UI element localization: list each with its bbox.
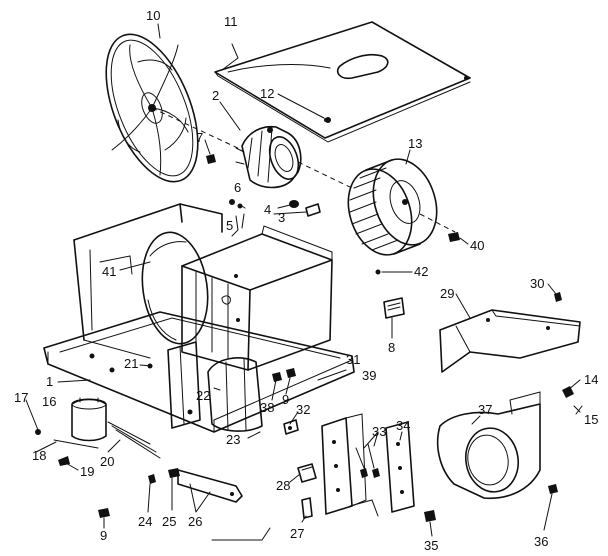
base-pan (43, 311, 355, 433)
label-part-4: 4 (264, 202, 271, 217)
condenser-shroud (73, 203, 223, 359)
label-part-12: 12 (260, 86, 274, 101)
label-part-3: 3 (278, 210, 285, 225)
label-part-29: 29 (440, 286, 454, 301)
fan-motor (235, 125, 302, 189)
top-cover-plate (214, 21, 471, 143)
label-part-13: 13 (408, 136, 422, 151)
label-part-14: 14 (584, 372, 598, 387)
label-part-38: 38 (260, 400, 274, 415)
label-part-17: 17 (14, 390, 28, 405)
baffle-tube (207, 357, 263, 432)
label-part-28: 28 (276, 478, 290, 493)
control-bracket (321, 413, 367, 515)
blower-wheel (347, 158, 438, 256)
label-part-42: 42 (414, 264, 428, 279)
bracket-rail (177, 469, 243, 503)
evaporator-cover (439, 309, 581, 373)
label-part-7: 7 (196, 130, 203, 145)
blower-housing (436, 391, 541, 500)
label-part-37: 37 (478, 402, 492, 417)
partition-panel (167, 341, 201, 429)
label-part-39: 39 (362, 368, 376, 383)
label-part-36: 36 (534, 534, 548, 549)
hardware-parts (35, 118, 583, 522)
label-part-32: 32 (296, 402, 310, 417)
label-part-1: 1 (46, 374, 53, 389)
label-part-19: 19 (80, 464, 94, 479)
label-part-2: 2 (212, 88, 219, 103)
label-part-11: 11 (224, 14, 238, 29)
switch-contacts (349, 443, 380, 517)
mounting-plate (385, 421, 415, 513)
part-number-labels: 10 11 2 12 7 13 6 4 3 5 40 41 42 30 29 8… (14, 8, 598, 553)
label-part-31: 31 (346, 352, 360, 367)
label-part-15: 15 (584, 412, 598, 427)
label-part-25: 25 (162, 514, 176, 529)
label-part-27: 27 (290, 526, 304, 541)
label-part-26: 26 (188, 514, 202, 529)
label-part-5: 5 (226, 218, 233, 233)
label-part-40: 40 (470, 238, 484, 253)
leader-lines (25, 23, 581, 541)
label-part-30: 30 (530, 276, 544, 291)
condenser-fan-blade (105, 33, 199, 183)
label-part-33: 33 (372, 424, 386, 439)
label-part-8: 8 (388, 340, 395, 355)
label-part-24: 24 (138, 514, 152, 529)
main-cabinet (181, 225, 333, 371)
shaft-axis-line (151, 107, 456, 233)
label-part-35: 35 (424, 538, 438, 553)
label-part-10: 10 (146, 8, 160, 23)
label-part-16: 16 (42, 394, 56, 409)
label-part-21: 21 (124, 356, 138, 371)
capacitor (71, 397, 107, 442)
label-part-22: 22 (196, 388, 210, 403)
label-part-6: 6 (234, 180, 241, 195)
label-part-23: 23 (226, 432, 240, 447)
label-part-9-upper: 9 (282, 392, 289, 407)
label-part-41: 41 (102, 264, 116, 279)
label-part-34: 34 (396, 418, 410, 433)
label-part-20: 20 (100, 454, 114, 469)
label-part-9-lower: 9 (100, 528, 107, 543)
label-part-18: 18 (32, 448, 46, 463)
capacitor-strap-and-wires (53, 421, 161, 459)
